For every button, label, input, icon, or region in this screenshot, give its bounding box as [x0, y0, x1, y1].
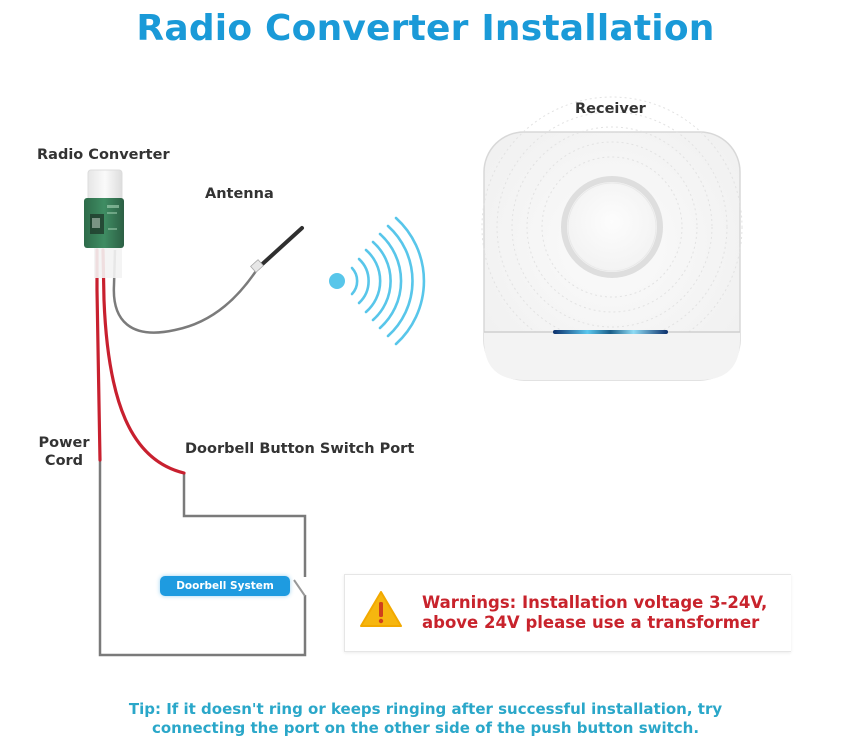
antenna-label: Antenna: [205, 186, 274, 202]
receiver-button: [561, 176, 663, 278]
warning-box: Warnings: Installation voltage 3-24V, ab…: [344, 574, 791, 652]
power-cord-label-line1: Power: [38, 435, 90, 451]
tip-text: Tip: If it doesn't ring or keeps ringing…: [0, 700, 851, 738]
power-cord-label: Power Cord: [30, 434, 98, 470]
converter-sleeve: [94, 248, 122, 278]
doorbell-system-badge: Doorbell System: [160, 576, 290, 596]
power-cord-wire: [95, 248, 102, 462]
antenna-tip: [256, 226, 304, 270]
switch-port-label: Doorbell Button Switch Port: [185, 441, 415, 457]
radio-converter-label: Radio Converter: [37, 147, 170, 163]
antenna-sleeve: [250, 259, 264, 273]
receiver-led-strip: [553, 330, 668, 334]
red-wires: [95, 248, 186, 475]
power-cord-label-line2: Cord: [44, 453, 84, 469]
switch-contact: [293, 579, 306, 597]
tip-line-2: connecting the port on the other side of…: [151, 719, 700, 737]
switch-port-wire: [101, 248, 186, 475]
receiver-device: [481, 96, 743, 381]
converter-plug: [87, 169, 123, 201]
warning-line-1: Warnings: Installation voltage 3-24V,: [422, 593, 768, 612]
switch-port-circuit-line: [182, 473, 307, 577]
receiver-base: [484, 332, 740, 380]
warning-line-2: above 24V please use a transformer: [422, 613, 760, 632]
wireless-signal-icon: [329, 216, 426, 346]
tip-line-1: Tip: If it doesn't ring or keeps ringing…: [128, 700, 723, 718]
radio-converter-device: [84, 169, 124, 278]
power-cord-circuit-line: [98, 460, 307, 657]
circuit-wire: [98, 460, 307, 657]
antenna-wire: [112, 249, 260, 334]
page-title: Radio Converter Installation: [136, 8, 715, 49]
warning-text: Warnings: Installation voltage 3-24V, ab…: [422, 593, 767, 633]
receiver-label: Receiver: [575, 101, 646, 117]
warning-triangle-icon: [360, 591, 402, 627]
